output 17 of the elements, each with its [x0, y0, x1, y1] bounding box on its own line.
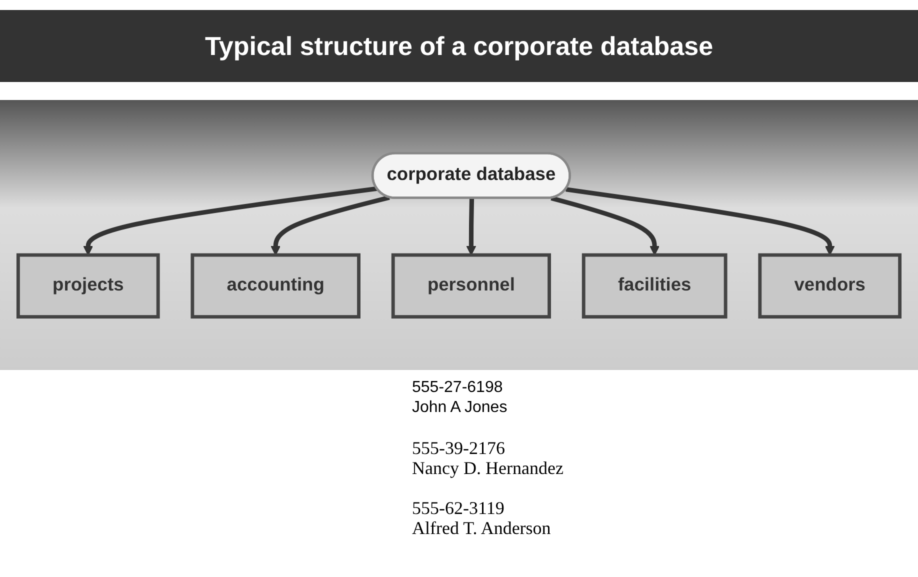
record-id: 555-62-3119 — [412, 498, 506, 518]
record-name: Alfred T. Anderson — [412, 518, 552, 538]
record-id: 555-27-6198 — [412, 378, 504, 398]
record-name: Nancy D. Hernandez — [412, 458, 564, 478]
record-id: 555-39-2176 — [412, 438, 506, 458]
arrow — [270, 195, 390, 256]
node-box: accounting — [190, 253, 360, 319]
title-banner: Typical structure of a corporate database — [0, 10, 918, 82]
node-box: projects — [16, 253, 160, 319]
arrow — [83, 186, 378, 256]
node-box: vendors — [758, 253, 902, 319]
arrow — [466, 198, 476, 256]
arrow — [550, 196, 660, 256]
node-box: facilities — [582, 253, 728, 319]
arrow — [566, 187, 835, 256]
node-box: personnel — [391, 253, 551, 319]
record-name: John A Jones — [412, 398, 508, 418]
